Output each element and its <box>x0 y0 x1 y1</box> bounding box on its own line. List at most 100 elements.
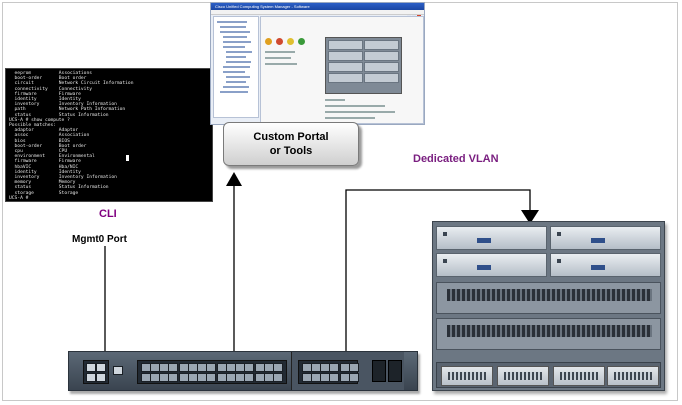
info-line <box>325 105 385 107</box>
fabric-interconnect-switch <box>68 351 418 391</box>
power-supply <box>372 360 386 382</box>
cli-line: eeprom Associations <box>9 71 92 76</box>
minimize-icon <box>407 13 411 17</box>
status-icon <box>265 38 272 45</box>
sfp-port <box>168 363 178 372</box>
cli-cursor <box>126 155 129 161</box>
cli-line: boot-order Boot order <box>9 143 87 149</box>
blade-bay <box>364 40 399 50</box>
dedicated-vlan-label: Dedicated VLAN <box>413 153 499 165</box>
cli-label: CLI <box>99 208 117 220</box>
tree-row <box>220 31 250 33</box>
equipment-panel <box>260 16 424 124</box>
full-width-blade <box>436 318 661 350</box>
expansion-module <box>291 352 404 390</box>
cli-line: status Status Information <box>9 185 109 191</box>
status-icon <box>298 38 305 45</box>
blade-server-chassis <box>432 221 665 391</box>
mgmt-port-label: Mgmt0 Port <box>72 234 127 245</box>
fan-module <box>607 366 659 386</box>
info-line <box>265 63 297 65</box>
cli-line: bios BIOS <box>9 138 70 144</box>
mgmt-port-group <box>83 360 109 384</box>
fan-module <box>553 366 605 386</box>
mgmt-port <box>96 363 106 372</box>
tree-row <box>223 86 249 88</box>
sfp-port <box>349 363 359 372</box>
info-line <box>325 117 375 119</box>
sfp-port <box>206 373 216 382</box>
sfp-port <box>168 373 178 382</box>
sfp-port <box>329 363 339 372</box>
portal-line-2: or Tools <box>269 145 313 157</box>
console-port <box>113 366 123 375</box>
window-title: Cisco Unified Computing System Manager -… <box>215 4 310 9</box>
maximize-icon <box>412 13 416 17</box>
navigation-tree <box>213 16 259 118</box>
tree-row <box>226 51 252 53</box>
portal-arrowhead <box>226 172 242 186</box>
tree-row <box>226 81 246 83</box>
cli-line: inventory Inventory Information <box>9 102 117 108</box>
sfp-port <box>244 373 254 382</box>
cli-line: Possible matches: <box>9 123 57 129</box>
blade-bay <box>328 73 363 83</box>
full-width-blade <box>436 282 661 314</box>
cli-line: memory Memory <box>9 180 76 186</box>
ucs-manager-window: Cisco Unified Computing System Manager -… <box>210 2 425 125</box>
info-line <box>325 111 395 113</box>
mgmt-port <box>86 373 96 382</box>
cli-line: identity Identity <box>9 97 81 103</box>
cli-line: boot-order Boot order <box>9 76 87 82</box>
sfp-port <box>329 373 339 382</box>
fan-tray <box>436 362 661 388</box>
tree-row <box>223 46 245 48</box>
sfp-port <box>273 373 283 382</box>
blade-bay <box>328 62 363 72</box>
cli-line: environment Environmental <box>9 154 95 160</box>
sfp-port <box>273 363 283 372</box>
cli-line: UCS-A # <box>9 195 29 201</box>
half-width-blade <box>550 253 661 277</box>
tree-row <box>220 26 246 28</box>
blade-bay <box>364 62 399 72</box>
sfp-port <box>206 363 216 372</box>
cli-line: firmware Firmware <box>9 91 81 97</box>
half-width-blade <box>550 226 661 250</box>
info-line <box>265 51 295 53</box>
status-icon <box>276 38 283 45</box>
half-width-blade <box>436 226 547 250</box>
cli-line: storage Storage <box>9 190 79 196</box>
status-icon <box>287 38 294 45</box>
tree-row <box>226 56 246 58</box>
window-controls <box>406 4 422 17</box>
vlan-arrowhead <box>521 210 539 224</box>
vlan-connector-line <box>345 189 531 358</box>
tree-row <box>223 66 250 68</box>
close-icon <box>417 13 421 17</box>
blade-bay <box>364 51 399 61</box>
tree-row <box>217 21 247 23</box>
chassis-image <box>325 37 402 94</box>
sfp-port-group <box>137 360 287 384</box>
tree-row <box>223 36 247 38</box>
cli-terminal: eeprom Associations boot-order Boot orde… <box>5 68 213 202</box>
tree-row <box>220 91 248 93</box>
portal-line-1: Custom Portal <box>253 131 329 143</box>
tree-row <box>223 71 245 73</box>
expansion-port-group <box>298 360 359 384</box>
sfp-port <box>349 373 359 382</box>
cli-line: firmware Firmware <box>9 159 81 165</box>
custom-portal-box: Custom Portal or Tools <box>223 122 359 166</box>
cli-line: hbaVIC Hba/NIC <box>9 164 79 170</box>
window-menubar <box>211 10 424 15</box>
half-width-blade <box>436 253 547 277</box>
blade-bay <box>364 73 399 83</box>
cli-line: identity Identity <box>9 169 81 175</box>
sfp-port <box>244 363 254 372</box>
cli-line: status Status Information <box>9 112 109 118</box>
power-supply <box>388 360 402 382</box>
blade-bay <box>328 40 363 50</box>
fan-module <box>497 366 549 386</box>
